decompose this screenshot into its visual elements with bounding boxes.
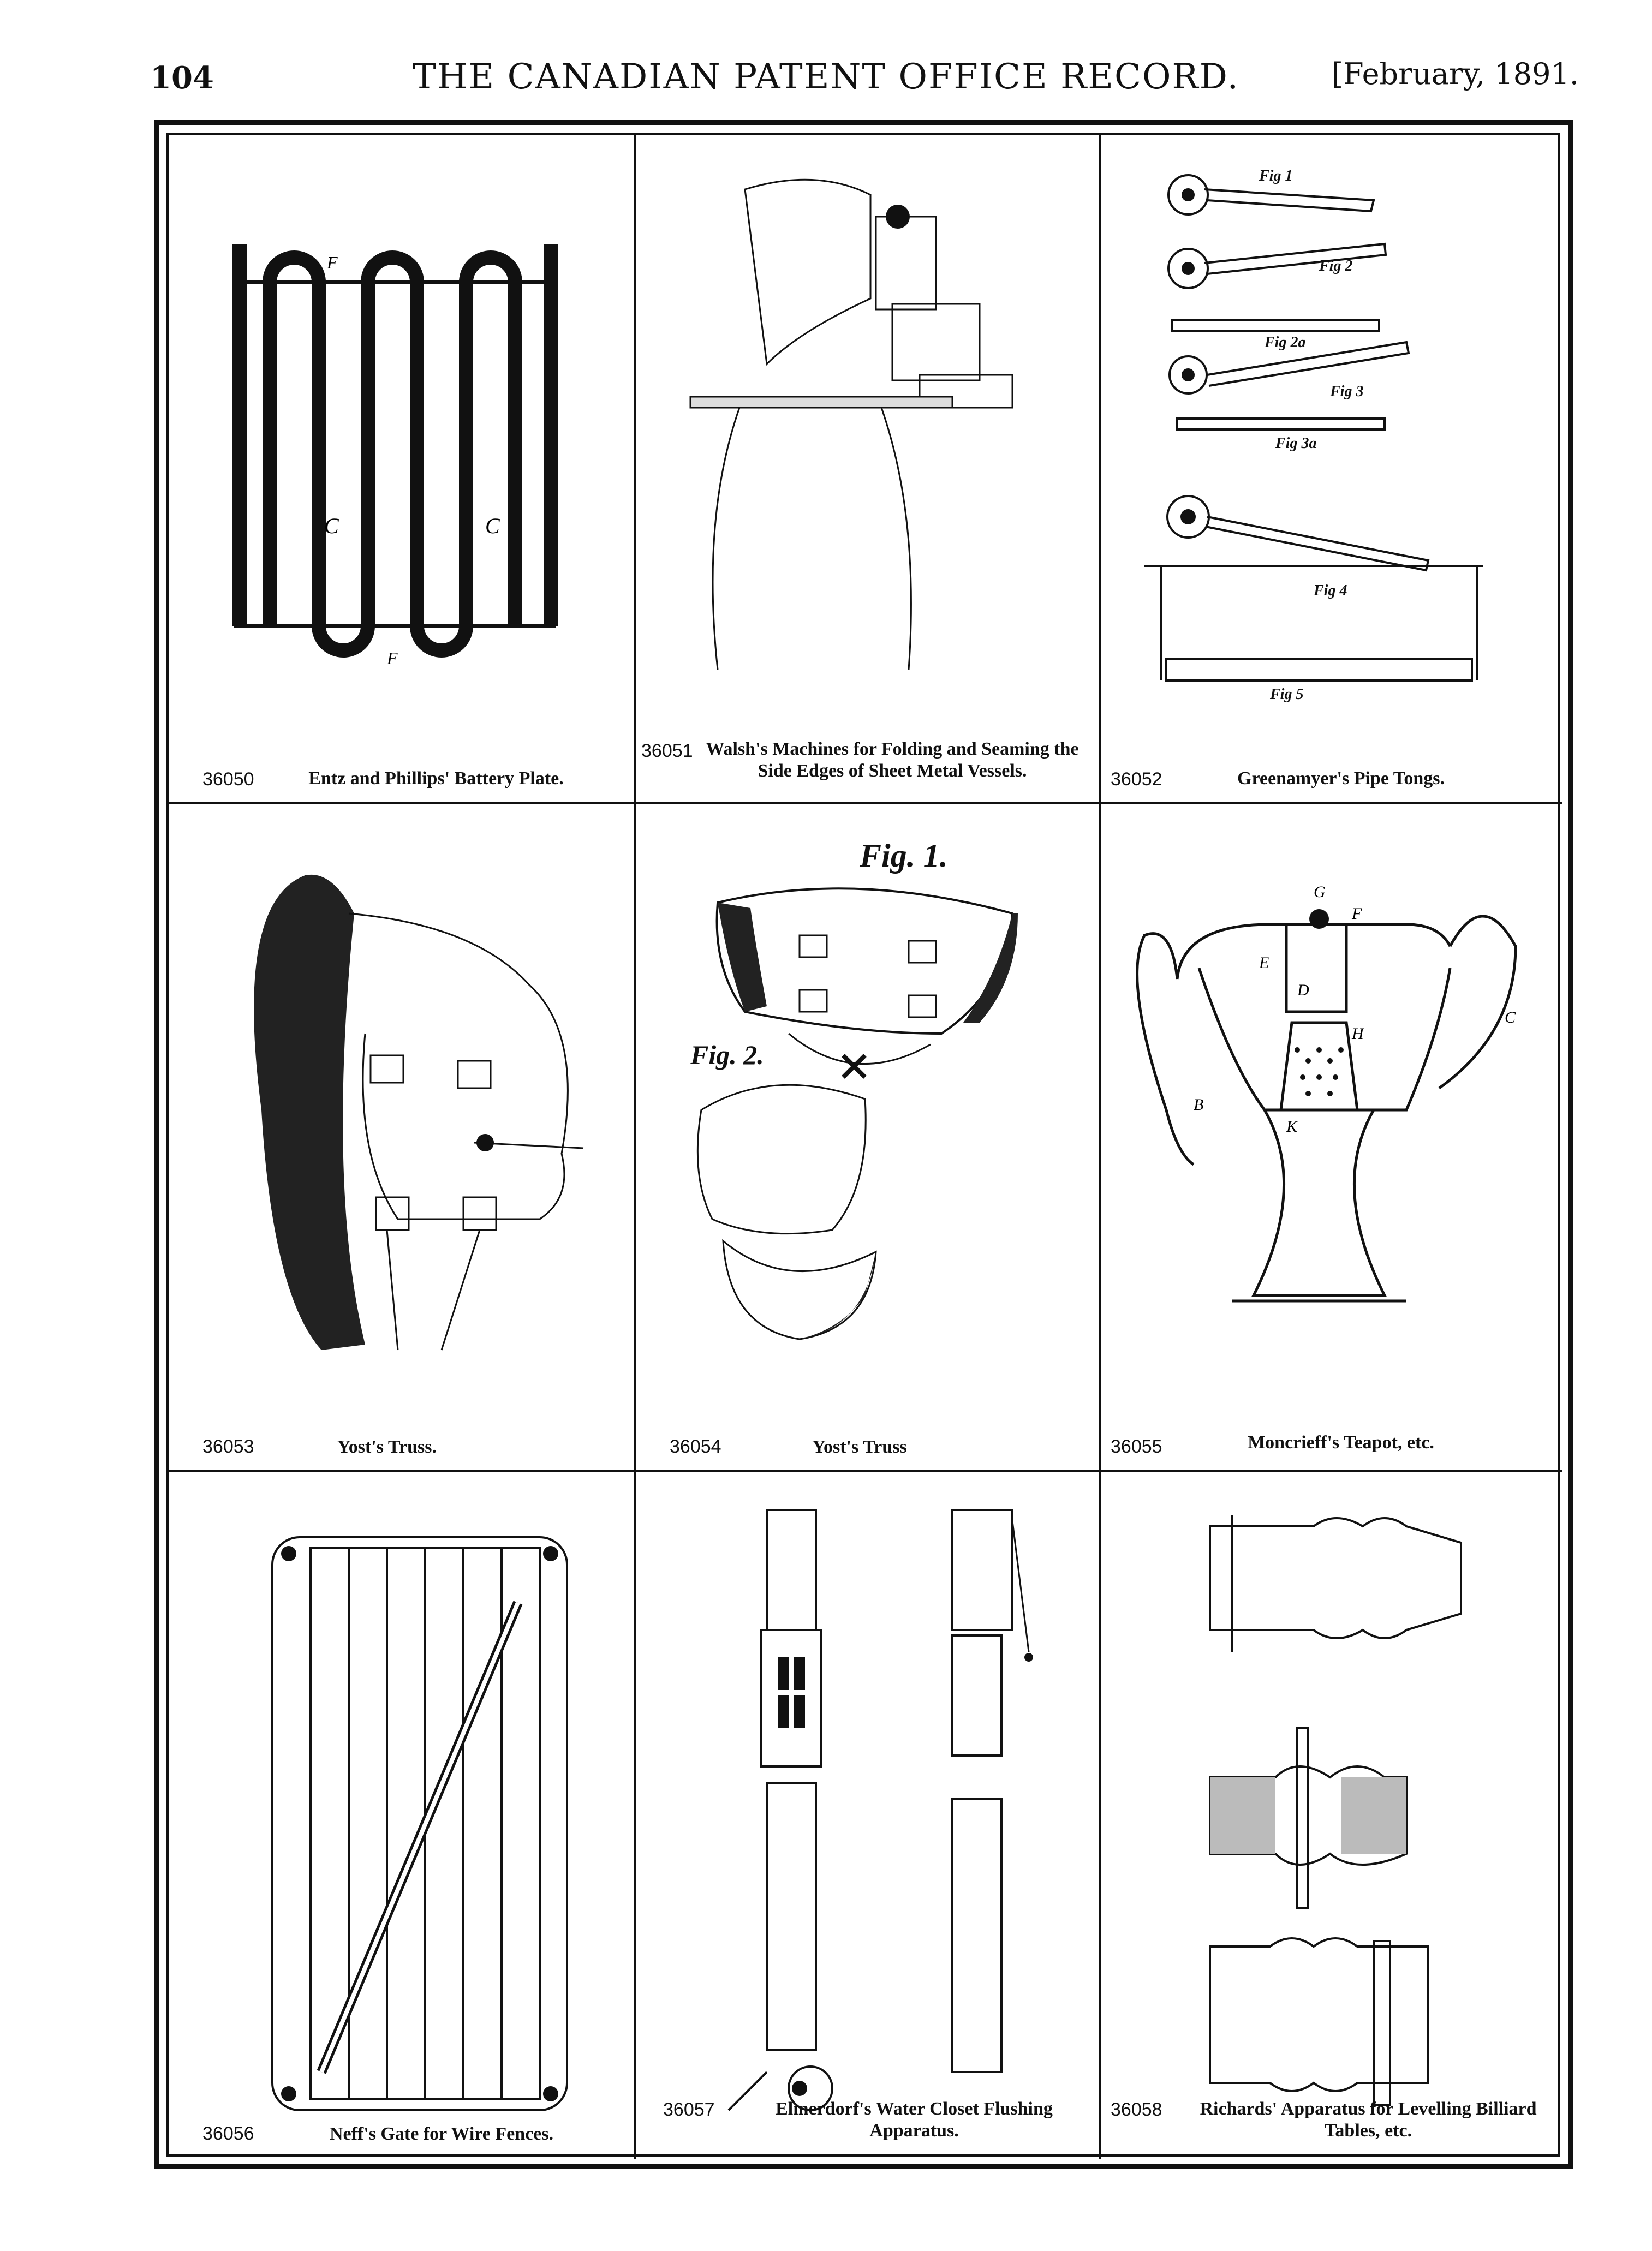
plate-number: 36050 [202,769,254,790]
svg-text:C: C [485,514,500,538]
plate-36054: Fig. 1. Fig. 2. 36054 Yost's Truss [636,804,1099,1470]
tongs-fig-label: Fig 5 [1270,686,1304,703]
tongs-fig-label: Fig 1 [1259,168,1293,184]
svg-text:H: H [1351,1025,1365,1043]
plate-title: Neff's Gate for Wire Fences. [329,2124,554,2144]
plate-title: Walsh's Machines for Folding and Seaming… [706,739,1079,781]
svg-text:C: C [324,514,339,538]
issue-date: [February, 1891. [1332,57,1579,91]
journal-title: THE CANADIAN PATENT OFFICE RECORD. [413,57,1239,97]
svg-text:F: F [1351,905,1362,923]
battery-plate-drawing: F C C F [232,244,558,668]
fig-1-label: Fig. 1. [860,838,948,874]
plate-36051: 36051 Walsh's Machines for Folding and S… [636,135,1099,802]
tongs-fig-label: Fig 2a [1265,334,1306,351]
plate-number: 36052 [1111,769,1162,790]
plate-36053: 36053 Yost's Truss. [169,804,634,1470]
plate-title: Richards' Apparatus for Levelling Billia… [1200,2099,1537,2141]
grid-divider [1099,135,1101,2159]
plate-number: 36058 [1111,2099,1162,2120]
plate-number: 36054 [670,1436,721,1457]
teapot-drawing: G F E D H C B K [1136,883,1517,1303]
plate-number: 36056 [202,2123,254,2144]
plate-number: 36057 [663,2099,715,2120]
tongs-fig-label: Fig 3 [1330,383,1364,400]
folding-machine-drawing [689,178,1013,670]
plate-title: Moncrieff's Teapot, etc. [1248,1432,1434,1453]
plate-title: Yost's Truss [812,1437,907,1457]
fig-2-label: Fig. 2. [690,1040,764,1070]
plate-36057: 36057 Elmerdorf's Water Closet Flushing … [636,1472,1099,2159]
svg-text:C: C [1505,1008,1516,1026]
svg-text:G: G [1314,883,1326,901]
svg-text:D: D [1297,981,1309,999]
grid-divider [169,802,1562,804]
plate-36058: 36058 Richards' Apparatus for Levelling … [1101,1472,1562,2159]
svg-text:E: E [1259,954,1269,972]
tongs-fig-label: Fig 2 [1319,258,1353,274]
page-header: 104 THE CANADIAN PATENT OFFICE RECORD. [… [0,0,1652,109]
plate-title: Entz and Phillips' Battery Plate. [308,768,564,789]
plate-36055: G F E D H C B K 36055 Moncrieff's Teapot… [1101,804,1562,1470]
plate-number: 36053 [202,1436,254,1457]
grid-divider [634,135,636,2159]
plates-grid: F C C F 36050 Entz and Phillips' Battery… [166,133,1562,2159]
water-closet-drawing [727,1509,1033,2111]
grid-divider [169,1470,1562,1472]
billiard-levelling-drawing [1209,1515,1462,2106]
svg-text:F: F [326,253,338,272]
tongs-fig-label: Fig 4 [1314,582,1347,599]
plate-title: Elmerdorf's Water Closet Flushing Appara… [776,2099,1053,2141]
plate-number: 36055 [1111,1436,1162,1457]
page-number: 104 [150,60,214,96]
plate-36050: F C C F 36050 Entz and Phillips' Battery… [169,135,634,802]
tongs-fig-label: Fig 3a [1275,435,1317,452]
plate-36052: Fig 1 Fig 2 Fig 2a Fig 3 Fig 3a Fig 4 Fi… [1101,135,1562,802]
truss-drawing [254,874,584,1351]
wire-fence-gate-drawing [271,1536,568,2111]
truss-figures-drawing [696,887,1018,1340]
svg-text:K: K [1286,1118,1298,1136]
plates-frame: F C C F 36050 Entz and Phillips' Battery… [154,120,1573,2169]
svg-text:B: B [1194,1096,1203,1114]
svg-text:F: F [386,648,398,668]
plate-title: Yost's Truss. [337,1437,437,1457]
plate-number: 36051 [641,741,693,761]
plate-title: Greenamyer's Pipe Tongs. [1237,768,1445,789]
pipe-tongs-drawing [1144,174,1483,682]
plate-36056: 36056 Neff's Gate for Wire Fences. [169,1472,634,2159]
